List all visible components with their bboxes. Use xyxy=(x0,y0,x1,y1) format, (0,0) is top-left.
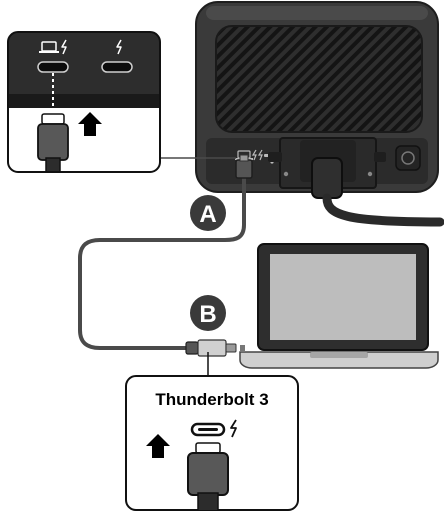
up-arrow-icon xyxy=(78,112,102,136)
lightning-bolt-icon xyxy=(230,419,237,438)
power-button xyxy=(395,145,421,171)
step-b-label: B xyxy=(199,301,216,328)
zoom-panel-ledge xyxy=(8,94,160,108)
enclosure-port-zoom-callout xyxy=(7,31,161,173)
laptop-screen xyxy=(270,254,416,340)
power-connector xyxy=(268,137,444,227)
storage-enclosure xyxy=(195,1,444,227)
enclosure-top-bevel xyxy=(206,6,428,20)
lightning-bolt-icon xyxy=(61,39,67,55)
laptop-base xyxy=(239,351,439,369)
laptop-icon xyxy=(39,41,59,53)
power-cable xyxy=(322,193,444,227)
step-a-badge: A xyxy=(190,195,226,231)
thunderbolt-usb-c-port xyxy=(101,61,133,73)
laptop-port xyxy=(240,345,245,352)
lightning-bolt-icon xyxy=(116,39,122,55)
laptop-trackpad-notch xyxy=(310,352,368,358)
enclosure-vent xyxy=(215,25,423,133)
usb-c-plug xyxy=(37,113,69,172)
zoom-panel-dark xyxy=(8,32,160,94)
computer-usb-c-port xyxy=(37,61,69,73)
up-arrow-icon xyxy=(146,434,170,458)
host-thunderbolt-callout: Thunderbolt 3 xyxy=(125,375,299,511)
step-a-label: A xyxy=(199,201,216,228)
usb-c-plug xyxy=(187,442,229,510)
laptop xyxy=(239,243,439,369)
cable-plug-enclosure xyxy=(235,159,253,179)
thunderbolt-cable xyxy=(78,154,253,357)
cable-plug-laptop xyxy=(185,339,237,357)
thunderbolt-3-label: Thunderbolt 3 xyxy=(155,390,268,409)
step-b-badge: B xyxy=(190,295,226,331)
